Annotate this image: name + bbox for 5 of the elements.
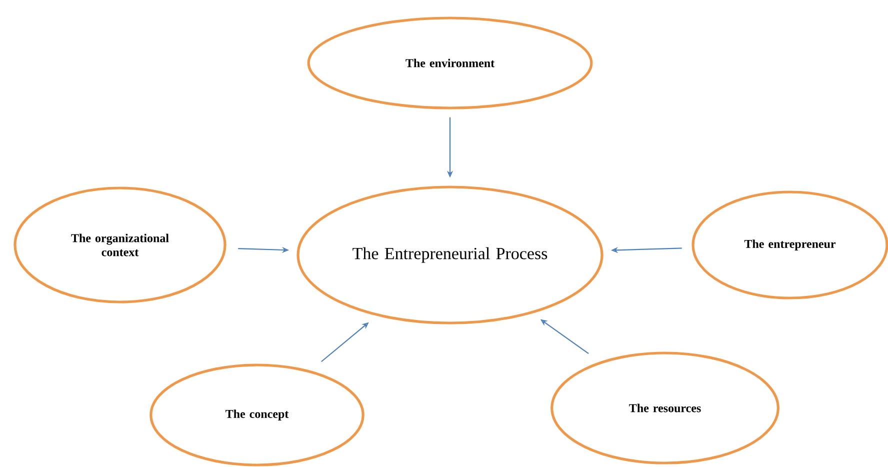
ellipse-node: The concept bbox=[150, 364, 364, 466]
ellipse-node: The organizational context bbox=[14, 186, 226, 304]
ellipse-node: The resources bbox=[550, 352, 780, 464]
ellipse-node: The environment bbox=[307, 16, 593, 110]
ellipse-node: The Entrepreneurial Process bbox=[296, 186, 604, 324]
